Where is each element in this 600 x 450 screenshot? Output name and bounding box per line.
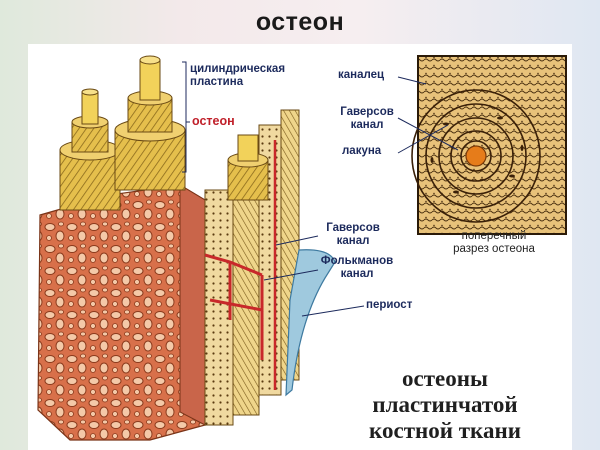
folkmann-canal-vessel — [204, 253, 264, 360]
label-havers-canal-line1: Гаверсов — [326, 222, 380, 234]
label-periost: периост — [366, 299, 413, 311]
osteon-cylinder-back — [227, 134, 269, 201]
label-havers-canal-cross-line1: Гаверсов — [340, 106, 394, 118]
label-havers-canal-cross: Гаверсов канал — [332, 106, 402, 132]
caption-line-2: пластинчатой — [372, 392, 518, 417]
periost — [285, 249, 336, 397]
compact-bone-face — [179, 184, 206, 426]
lacunae — [430, 116, 524, 194]
lamella-slab-2 — [232, 159, 260, 416]
label-cylindrical-plate-line1: цилиндрическая — [190, 63, 286, 75]
label-havers-canal: Гаверсов канал — [316, 222, 390, 248]
label-lacuna: лакуна — [342, 145, 382, 157]
caption-line-1: остеоны — [402, 366, 488, 391]
osteon-cylinder-left — [59, 88, 121, 211]
label-cross-section-line1: поперечный — [461, 230, 527, 242]
osteon-cylinder-right — [114, 55, 186, 191]
cross-section-panel — [417, 55, 567, 235]
label-folkmann-canal: Фолькманов канал — [314, 255, 400, 281]
cross-section-rings — [411, 89, 541, 223]
lamella-slab-1 — [204, 189, 234, 426]
label-bracket — [182, 61, 190, 173]
caption-line-3: костной ткани — [369, 418, 521, 443]
label-canaliculus: каналец — [338, 69, 385, 81]
label-cross-section: поперечный разрез остеона — [420, 230, 568, 256]
page-title: остеон — [255, 8, 345, 36]
havers-canal-cross — [465, 145, 487, 167]
label-havers-canal-line2: канал — [336, 235, 370, 247]
leader-lines — [263, 76, 459, 317]
label-folkmann-canal-line2: канал — [340, 268, 374, 280]
label-osteon: остеон — [192, 114, 235, 128]
label-cross-section-line2: разрез остеона — [453, 243, 535, 255]
label-folkmann-canal-line1: Фолькманов — [320, 255, 394, 267]
label-cylindrical-plate-line2: пластина — [190, 76, 244, 88]
label-havers-canal-cross-line2: канал — [350, 119, 384, 131]
label-cylindrical-plate: цилиндрическая пластина — [190, 63, 285, 89]
